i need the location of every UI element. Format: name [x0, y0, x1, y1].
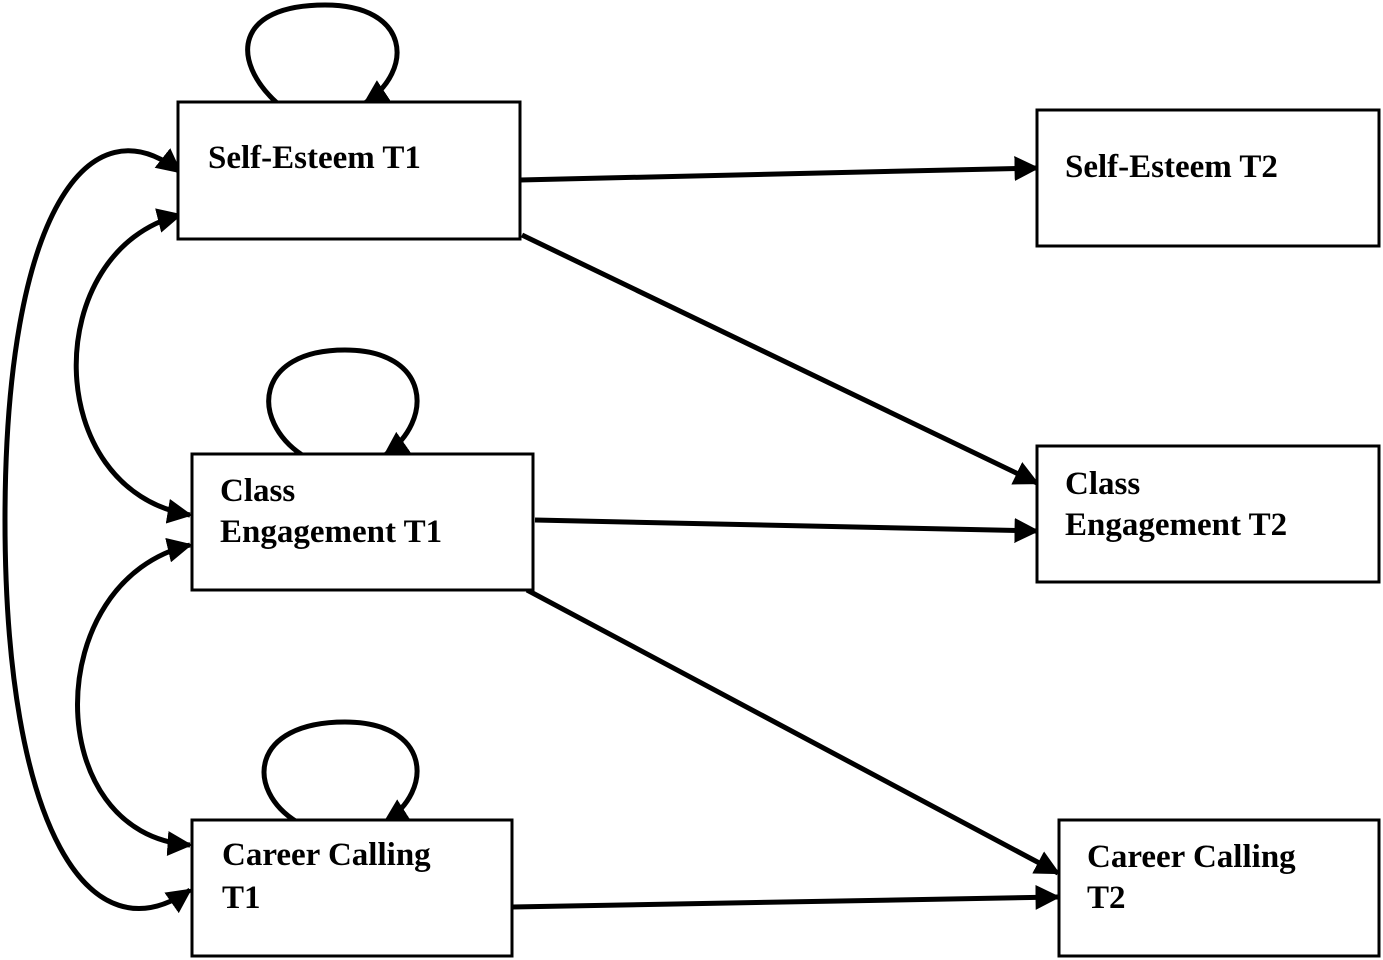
- node-label-line-1: Career Calling: [1087, 839, 1296, 875]
- node-label-line-1: Self-Esteem T1: [208, 140, 421, 176]
- node-label-line-1: Class: [1065, 466, 1140, 502]
- node-box: [1035, 108, 1381, 248]
- node-label-line-1: Class: [220, 473, 295, 509]
- node-box: [190, 452, 535, 592]
- node-class-engagement-t1: Class Engagement T1: [190, 452, 535, 592]
- node-box: [190, 818, 514, 958]
- edges: [2, 2, 1061, 914]
- covariance-se-t1-cc-t1: [2, 148, 193, 914]
- node-career-calling-t2: Career Calling T2: [1057, 818, 1381, 958]
- node-class-engagement-t2: Class Engagement T2: [1035, 444, 1381, 584]
- node-label-line-2: T1: [222, 880, 261, 916]
- variance-cc-t1: [261, 719, 420, 825]
- node-label-line-2: Engagement T1: [220, 514, 442, 550]
- covariance-se-t1-ce-t1: [73, 208, 193, 524]
- node-self-esteem-t1: Self-Esteem T1: [176, 100, 522, 241]
- node-label-line-2: Engagement T2: [1065, 507, 1287, 543]
- path-ce-t1-to-cc-t2: [525, 587, 1061, 876]
- node-label-line-2: T2: [1087, 880, 1126, 916]
- variance-ce-t1: [266, 347, 420, 458]
- covariance-ce-t1-cc-t1: [75, 537, 193, 856]
- node-label-line-1: Self-Esteem T2: [1065, 149, 1278, 185]
- node-box: [1035, 444, 1381, 584]
- path-ce-t1-to-ce-t2: [534, 517, 1040, 544]
- path-se-t1-to-se-t2: [519, 156, 1040, 183]
- node-career-calling-t1: Career Calling T1: [190, 818, 514, 958]
- node-box: [1057, 818, 1381, 958]
- node-box: [176, 100, 522, 241]
- path-se-t1-to-ce-t2: [520, 232, 1040, 486]
- path-cc-t1-to-cc-t2: [511, 884, 1061, 910]
- node-self-esteem-t2: Self-Esteem T2: [1035, 108, 1381, 248]
- variance-se-t1: [245, 2, 400, 106]
- node-label-line-1: Career Calling: [222, 837, 431, 873]
